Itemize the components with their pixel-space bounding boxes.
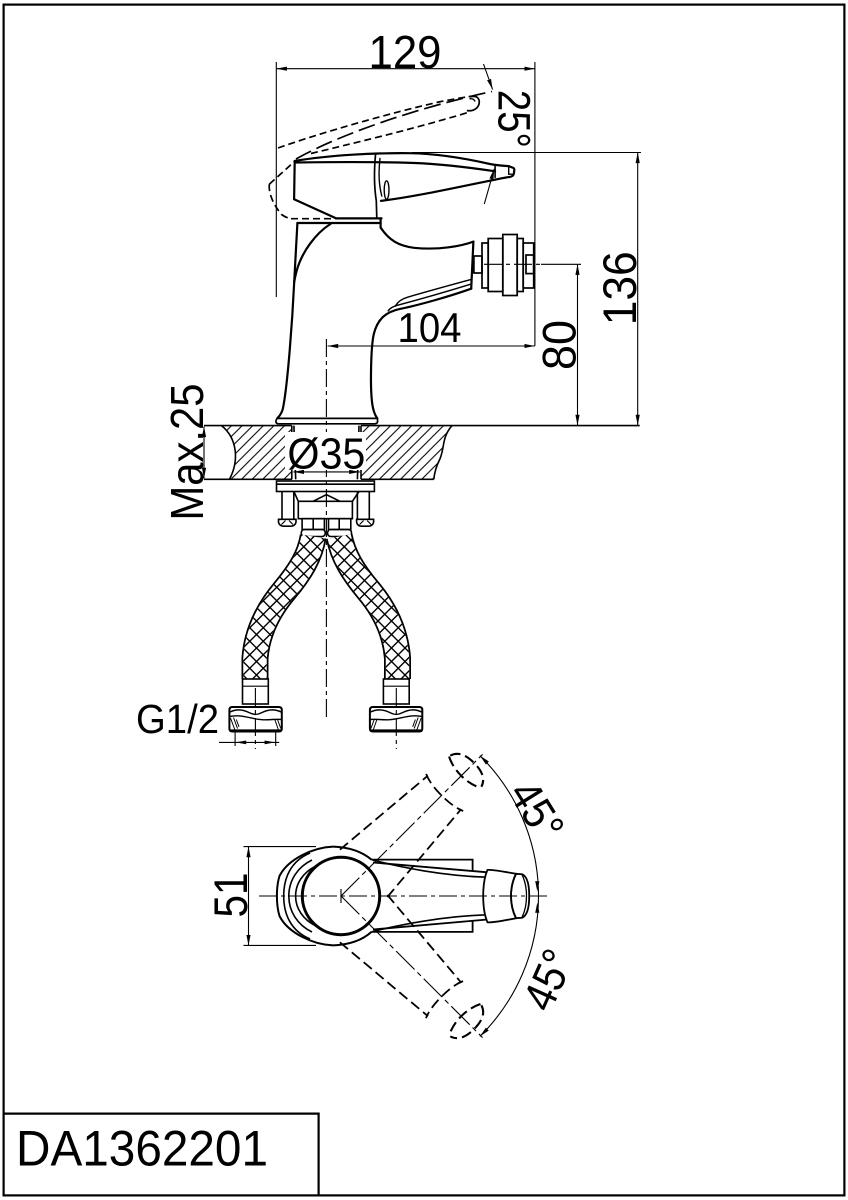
svg-text:25°: 25° [489,90,540,148]
svg-text:136: 136 [593,251,646,325]
svg-text:51: 51 [204,873,257,918]
svg-text:80: 80 [533,320,586,370]
svg-text:G1/2: G1/2 [136,696,219,742]
svg-text:DA1362201: DA1362201 [16,1121,268,1177]
svg-text:Ø35: Ø35 [287,430,365,479]
svg-text:104: 104 [398,304,462,351]
svg-text:129: 129 [369,26,442,78]
svg-text:Max.25: Max.25 [161,384,213,521]
